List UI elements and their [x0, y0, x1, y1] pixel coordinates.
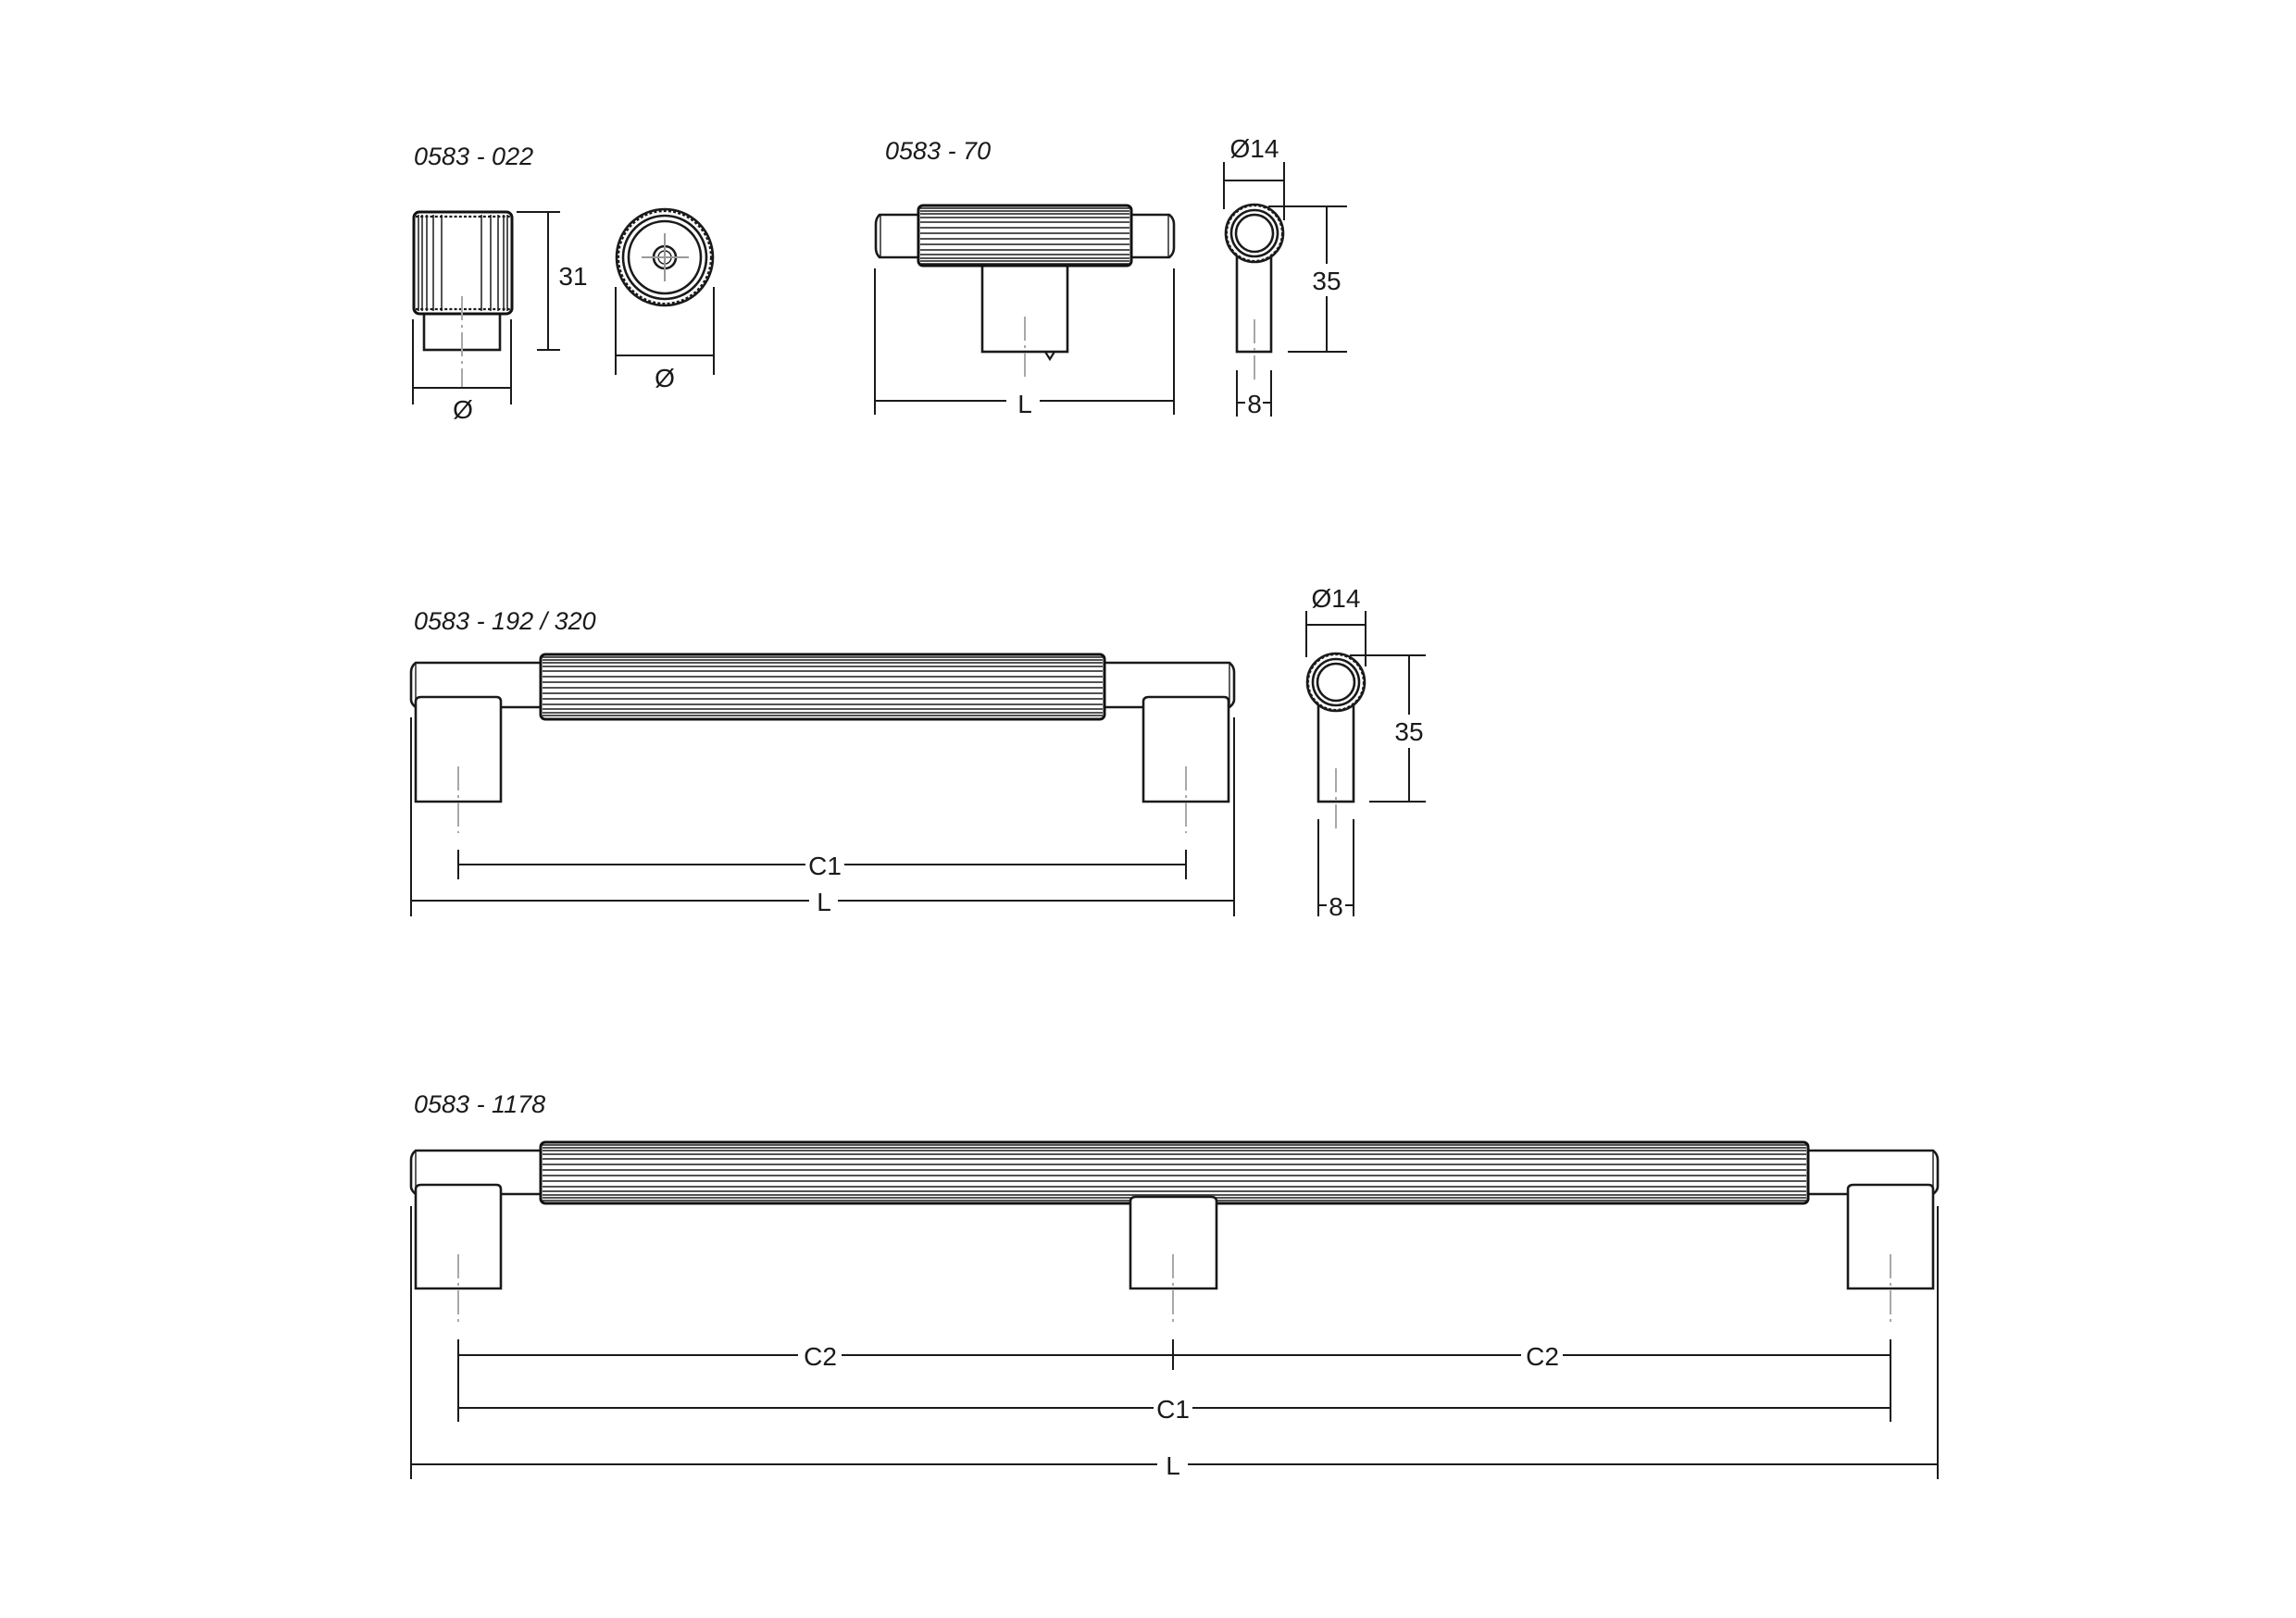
t-knob-view: 0583 - 70	[874, 134, 1347, 418]
handle-long-view: 0583 - 1178	[409, 1090, 1940, 1480]
t-knob-model-label: 0583 - 70	[885, 137, 991, 165]
handle-short-side-stem-label: 8	[1329, 892, 1343, 921]
handle-long-c1-label: C1	[1156, 1395, 1190, 1424]
t-knob-side-stem-label: 8	[1247, 390, 1262, 418]
handle-short-front-view: C1 L	[409, 653, 1236, 916]
handle-long-c2-left-label: C2	[804, 1342, 837, 1371]
handle-short-right-leg	[1142, 695, 1230, 803]
handle-short-side-view: Ø14 35 8	[1305, 584, 1426, 921]
handle-short-side-height-label: 35	[1394, 717, 1423, 746]
handle-long-left-leg	[414, 1183, 503, 1290]
knob-side-view: Ø 31	[412, 210, 593, 424]
t-knob-side-height-label: 35	[1312, 267, 1341, 295]
handle-short-length-label: L	[817, 888, 831, 916]
knob-front-diameter-label: Ø	[655, 364, 675, 392]
handle-short-left-leg	[414, 695, 503, 803]
handle-long-c2-right-label: C2	[1526, 1342, 1559, 1371]
handle-short-model-label: 0583 - 192 / 320	[414, 607, 596, 635]
handle-long-right-leg	[1846, 1183, 1935, 1290]
handle-short-side-diameter-label: Ø14	[1312, 584, 1361, 613]
handle-long-front-view: C2 C2 C1 L	[409, 1140, 1940, 1480]
t-knob-side-view: Ø14 35 8	[1223, 134, 1347, 418]
t-knob-flutes	[920, 207, 1129, 265]
knob-view: 0583 - 022 Ø	[412, 143, 715, 424]
handle-short-side-bore	[1316, 662, 1356, 703]
t-knob-side-diameter-label: Ø14	[1230, 134, 1279, 163]
handle-long-fluted-body	[539, 1140, 1810, 1205]
knob-side-diameter-label: Ø	[453, 395, 473, 424]
knob-flutes	[416, 215, 510, 311]
t-knob-length-label: L	[1017, 390, 1032, 418]
knob-front-view: Ø	[615, 207, 715, 392]
t-knob-front-view: L	[874, 204, 1176, 418]
handle-long-length-label: L	[1166, 1451, 1180, 1480]
handle-short-view: 0583 - 192 / 320	[409, 584, 1426, 921]
knob-model-label: 0583 - 022	[414, 143, 533, 170]
knob-height-label: 31	[558, 262, 587, 291]
handle-short-flutes	[543, 656, 1103, 716]
handle-long-center-leg	[1129, 1195, 1218, 1290]
t-knob-side-bore	[1234, 213, 1275, 254]
handle-short-c1-label: C1	[808, 852, 842, 880]
handle-long-model-label: 0583 - 1178	[414, 1090, 545, 1118]
